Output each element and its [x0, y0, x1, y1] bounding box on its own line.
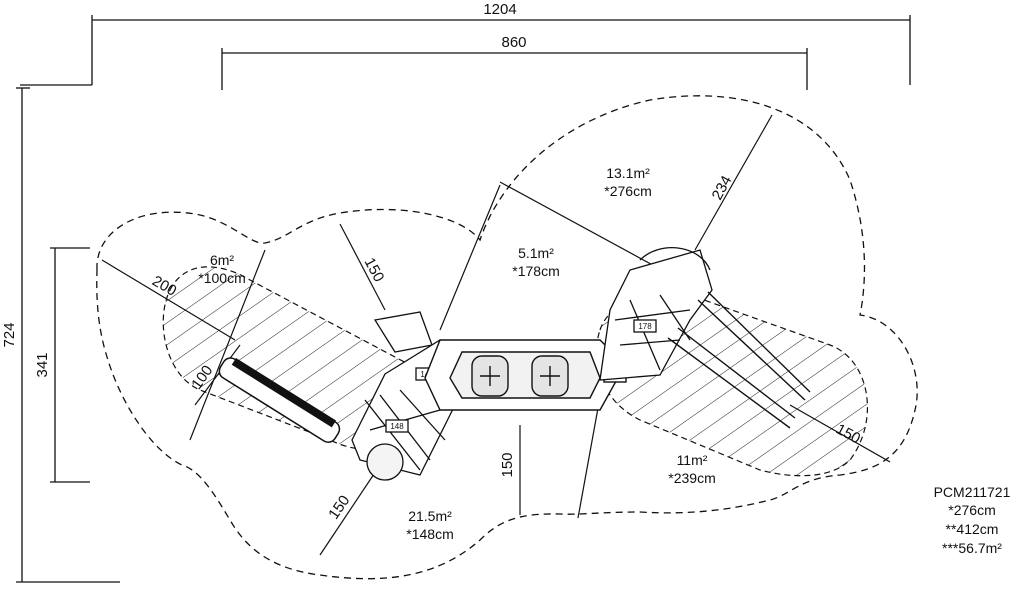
area-label-11: 11m²	[677, 452, 708, 468]
inner-width-label: 860	[501, 34, 526, 51]
product-code: PCM211721	[934, 484, 1011, 500]
right-slide	[667, 291, 811, 429]
overall-height-label: 724	[1, 322, 18, 347]
area-height-100: *100cm	[198, 270, 245, 286]
area-label-5-1: 5.1m²	[518, 245, 554, 261]
overall-height-dimension	[16, 87, 120, 583]
overall-width-dimension	[20, 15, 911, 86]
area-label-6: 6m²	[210, 252, 234, 268]
area-height-148: *148cm	[406, 526, 453, 542]
left-slide-hatched-zone	[162, 266, 422, 451]
summary-free-height: *276cm	[948, 502, 995, 518]
summary-height: **412cm	[946, 521, 999, 537]
platform-tag-4: 178	[638, 322, 652, 331]
summary-area: ***56.7m²	[942, 540, 1002, 556]
dimension-150-bottom-left: 150	[325, 492, 353, 522]
platform-tag-1: 148	[390, 422, 404, 431]
right-tower	[599, 247, 713, 381]
area-height-178: *178cm	[512, 263, 559, 279]
area-height-276: *276cm	[604, 183, 651, 199]
dimension-234: 234	[709, 173, 736, 203]
inner-height-label: 341	[34, 352, 51, 377]
dimension-150-top: 150	[361, 255, 388, 285]
left-slide	[218, 357, 341, 443]
inner-width-dimension	[221, 48, 808, 90]
overall-width-label: 1204	[483, 1, 516, 18]
area-label-13-1: 13.1m²	[606, 165, 650, 181]
area-label-21-5: 21.5m²	[408, 508, 452, 524]
central-bridge	[424, 339, 627, 411]
area-height-239: *239cm	[668, 470, 715, 486]
safety-zone-outline	[96, 95, 918, 580]
inner-height-dimension	[50, 247, 90, 483]
dimension-150-center: 150	[499, 452, 516, 477]
